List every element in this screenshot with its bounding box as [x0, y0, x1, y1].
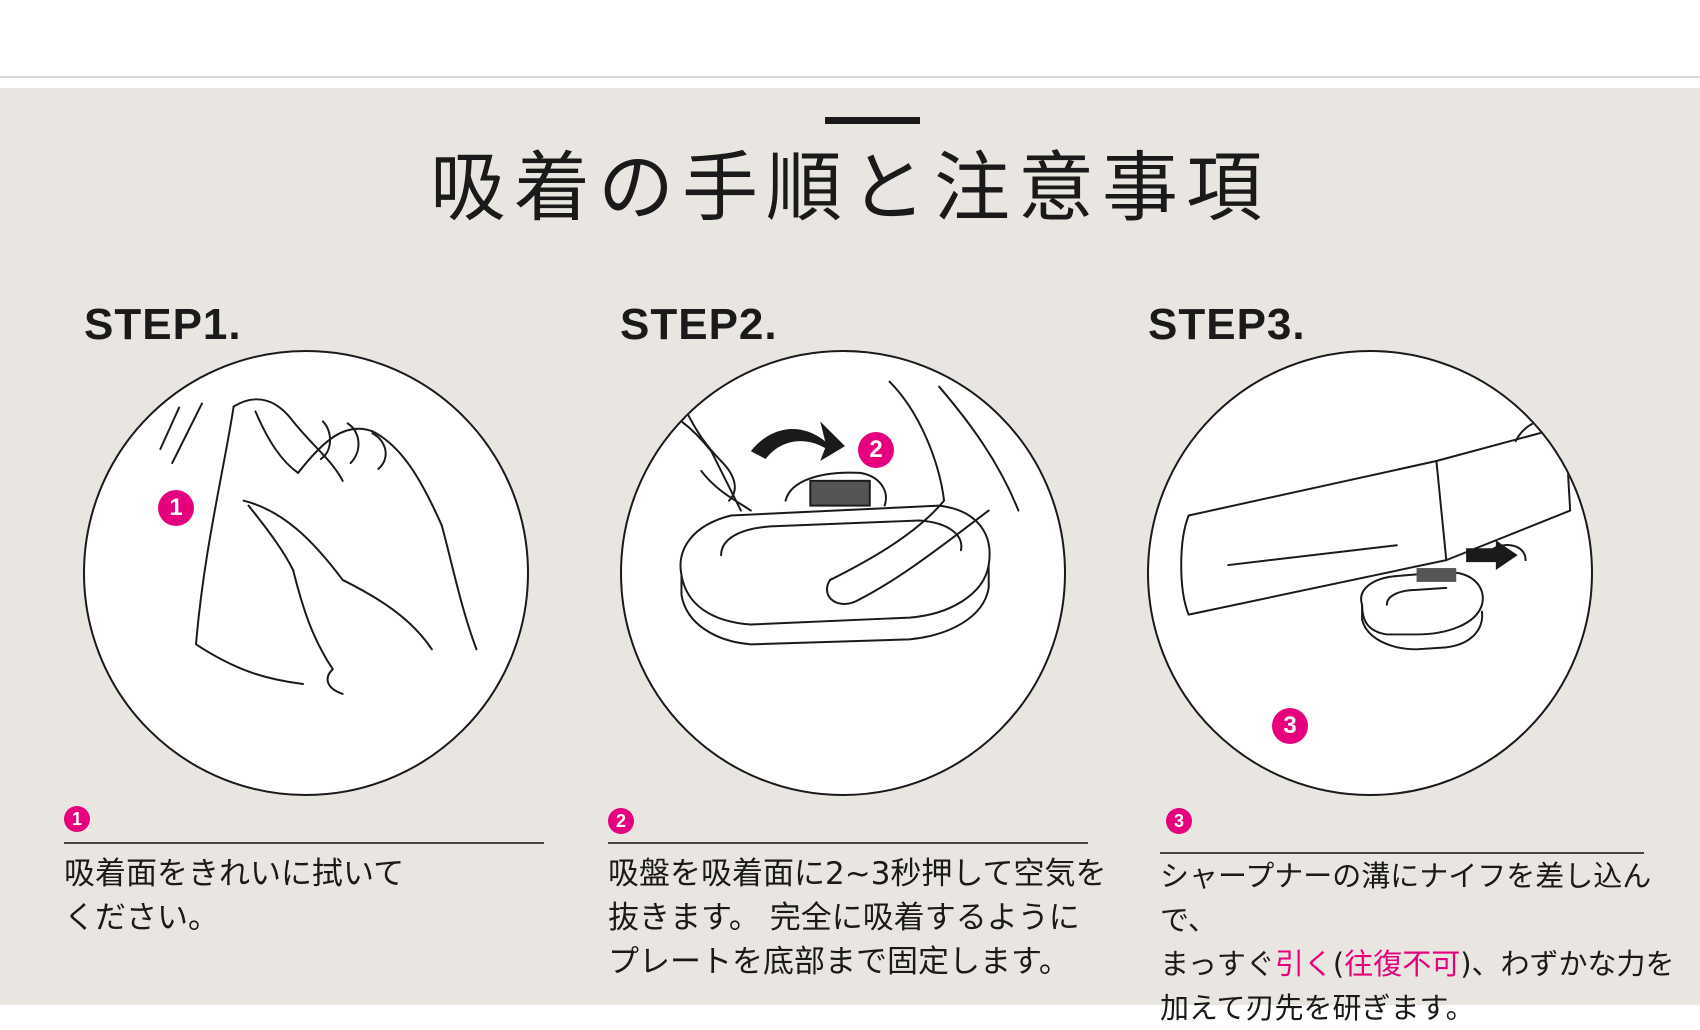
step3-illustration-badge: 3: [1272, 708, 1308, 744]
step2-label: STEP2.: [620, 300, 778, 349]
step1-line1: 吸着面をきれいに拭いて: [64, 856, 405, 892]
knife-sharpening-icon: [1180, 418, 1572, 651]
step3-line1: シャープナーの溝にナイフを差し込んで、: [1160, 859, 1652, 937]
step1-illustration-badge: 1: [158, 490, 194, 526]
step3-line2-a: まっすぐ: [1160, 947, 1275, 981]
pressing-suction-base-icon: [650, 380, 1020, 646]
step2-description: 吸盤を吸着面に2~3秒押して空気を 抜きます。 完全に吸着するように プレートを…: [608, 852, 1107, 984]
step1-badge: 1: [64, 806, 90, 832]
step3-illustration: [1147, 350, 1593, 796]
step2-line3: プレートを底部まで固定します。: [608, 944, 1070, 980]
step3-emphasis-no-backforth: 往復不可: [1344, 947, 1461, 981]
top-band: [0, 0, 1700, 78]
step2-divider: [608, 842, 1088, 844]
step3-line2-paren-open: (: [1332, 947, 1345, 981]
step1-divider: [64, 842, 544, 844]
step3-line2-e: )、わずかな力を: [1460, 947, 1675, 981]
step2-illustration-badge: 2: [858, 432, 894, 468]
step3-emphasis-pull: 引く: [1274, 947, 1333, 981]
step3-description: シャープナーの溝にナイフを差し込んで、 まっすぐ引く(往復不可)、わずかな力を …: [1160, 854, 1700, 1030]
step1-illustration: [83, 350, 529, 796]
step3-line3: 加えて刃先を研ぎます。: [1160, 991, 1475, 1025]
step2-illustration: [620, 350, 1066, 796]
step3-line2: まっすぐ引く(往復不可)、わずかな力を: [1160, 942, 1700, 986]
step2-line2: 抜きます。 完全に吸着するように: [608, 900, 1080, 936]
title-accent-bar: [825, 117, 920, 124]
step1-description: 吸着面をきれいに拭いて ください。: [64, 852, 404, 940]
step1-line2: ください。: [64, 900, 219, 936]
step3-divider: [1160, 852, 1644, 854]
step2-line1: 吸盤を吸着面に2~3秒押して空気を: [608, 856, 1107, 892]
step2-badge: 2: [608, 808, 634, 834]
step3-badge: 3: [1166, 808, 1192, 834]
step1-label: STEP1.: [84, 300, 242, 349]
step3-label: STEP3.: [1148, 300, 1306, 349]
hand-wiping-cloth-icon: [159, 398, 478, 695]
page-title: 吸着の手順と注意事項: [430, 143, 1270, 232]
